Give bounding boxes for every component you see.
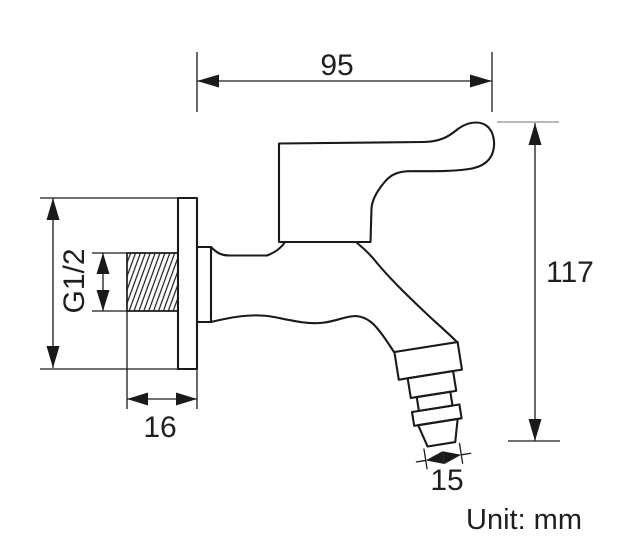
thread-hatched-pipe: [126, 252, 179, 312]
lever-handle: [277, 121, 496, 244]
arrowhead-left-icon: [425, 451, 445, 465]
extension-line: [423, 448, 428, 470]
nozzle-tip: [417, 417, 459, 448]
wall-flange: [176, 196, 199, 371]
hose-nozzle: [393, 340, 464, 448]
arrowhead-right-icon: [470, 74, 492, 88]
body-collar: [195, 245, 213, 324]
dimension-117-label: 117: [546, 256, 594, 289]
dimension-thread-label: G1/2: [58, 248, 91, 313]
dimension-thread: [92, 252, 127, 312]
arrowhead-left-icon: [197, 74, 219, 88]
arrowhead-right-icon: [176, 392, 197, 406]
faucet-outline: [126, 121, 496, 448]
bonnet-skirt-left: [265, 240, 287, 257]
arrowhead-up-icon: [528, 123, 542, 145]
arrowhead-up-icon: [46, 198, 60, 220]
extension-line: [458, 442, 464, 464]
arrowhead-right-icon: [442, 451, 462, 465]
dimension-95-label: 95: [320, 49, 353, 82]
arrowhead-down-icon: [96, 290, 110, 311]
arrowhead-left-icon: [127, 392, 148, 406]
body-top-edge: [209, 245, 269, 257]
dimension-15-label: 15: [430, 464, 463, 497]
unit-note: Unit: mm: [466, 504, 582, 536]
dimension-117: [497, 121, 560, 442]
dimension-line-tail: [461, 452, 472, 456]
spout-outer-edge: [354, 240, 459, 344]
dimension-15: [415, 442, 472, 470]
arrowhead-down-icon: [528, 419, 542, 441]
arrowhead-up-icon: [96, 253, 110, 274]
spout-inner-edge: [209, 314, 396, 354]
dimension-line-tail: [415, 459, 426, 463]
dimension-16-label: 16: [143, 411, 176, 444]
dimension-flange-height: [40, 197, 197, 370]
arrowhead-down-icon: [46, 346, 60, 368]
dimension-95: [196, 52, 493, 112]
dimension-16: [126, 311, 198, 409]
